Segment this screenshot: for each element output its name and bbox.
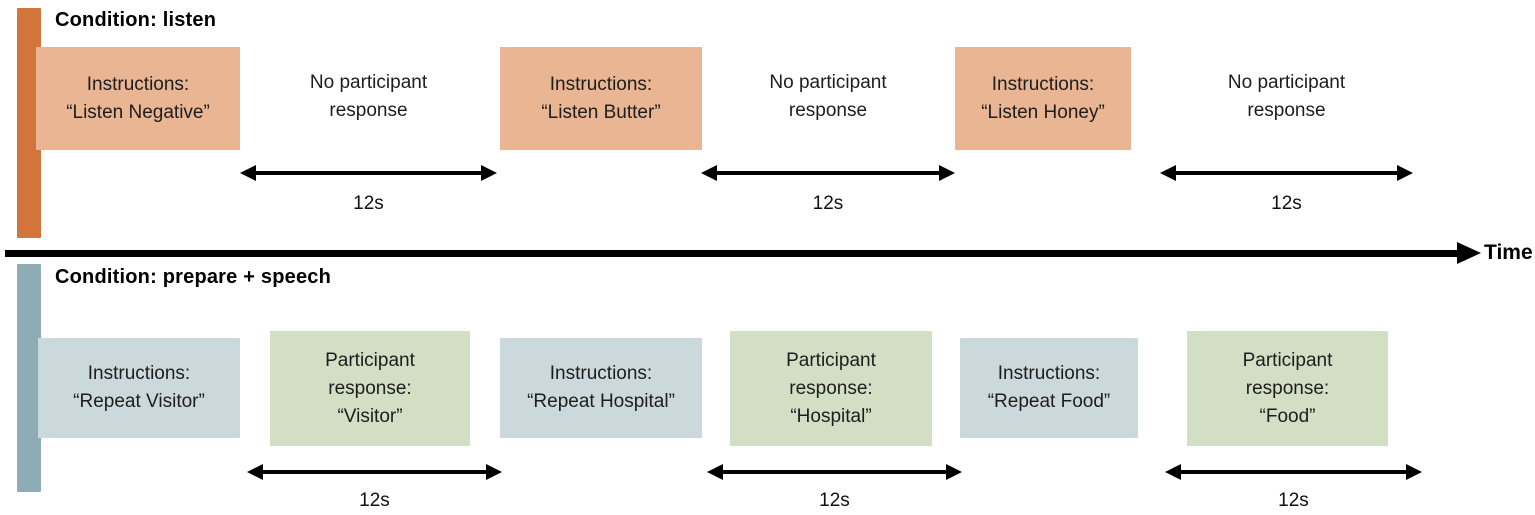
- timeline-axis: [5, 250, 1457, 257]
- arrow-line: [1172, 171, 1401, 175]
- duration-label: 12s: [359, 490, 390, 511]
- duration-label: 12s: [353, 193, 384, 214]
- participant-response-box: Participant response: “Food”: [1187, 331, 1388, 446]
- timeline-label: Time: [1484, 241, 1533, 264]
- duration-label: 12s: [1278, 490, 1309, 511]
- duration-label: 12s: [819, 490, 850, 511]
- arrow-line: [719, 470, 950, 474]
- listen-condition-title: Condition: listen: [55, 9, 217, 31]
- listen-instruction-box: Instructions: “Listen Honey”: [955, 47, 1131, 150]
- duration-label: 12s: [1271, 193, 1302, 214]
- listen-instruction-box: Instructions: “Listen Butter”: [500, 47, 702, 150]
- arrow-line: [259, 470, 490, 474]
- duration-arrow: [240, 165, 497, 181]
- participant-response-box: Participant response: “Hospital”: [730, 331, 932, 446]
- listen-instruction-box: Instructions: “Listen Negative”: [36, 47, 240, 150]
- prepare-condition-title: Condition: prepare + speech: [55, 266, 332, 288]
- duration-arrow: [707, 464, 962, 480]
- timeline-arrowhead-icon: [1457, 242, 1481, 264]
- no-response-label: No participant response: [1227, 72, 1346, 121]
- no-response-label: No participant response: [769, 72, 887, 121]
- duration-arrow: [1165, 464, 1422, 480]
- duration-label: 12s: [812, 193, 844, 214]
- arrow-line: [713, 171, 943, 175]
- prepare-instruction-box: Instructions: “Repeat Food”: [960, 338, 1138, 438]
- no-response-label: No participant response: [309, 72, 428, 121]
- prepare-instruction-box: Instructions: “Repeat Visitor”: [38, 338, 240, 438]
- participant-response-box: Participant response: “Visitor”: [270, 331, 470, 446]
- prepare-condition-bar: [17, 264, 41, 492]
- duration-arrow: [701, 165, 955, 181]
- prepare-instruction-box: Instructions: “Repeat Hospital”: [500, 338, 702, 438]
- arrow-line: [1177, 470, 1410, 474]
- arrow-line: [252, 171, 485, 175]
- duration-arrow: [247, 464, 502, 480]
- duration-arrow: [1160, 165, 1413, 181]
